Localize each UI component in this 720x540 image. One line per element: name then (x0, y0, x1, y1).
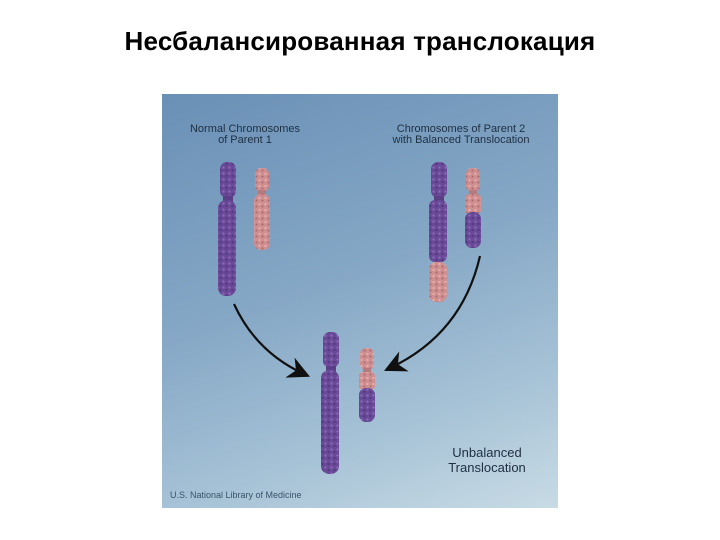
result-label-line2: Translocation (448, 459, 526, 475)
right-arrow (384, 255, 482, 372)
parent1-label: Normal Chromosomes of Parent 1 (176, 124, 314, 146)
result-label: Unbalanced Translocation (422, 445, 552, 476)
left-arrow (233, 303, 310, 378)
parent1-label-line1: Normal Chromosomes (189, 123, 301, 135)
parent2-small-chromosome (465, 168, 481, 248)
chromosome-diagram (218, 162, 482, 474)
parent2-label-line1: Chromosomes of Parent 2 (396, 123, 526, 135)
result-label-line1: Unbalanced (452, 445, 522, 460)
parent2-label: Chromosomes of Parent 2 with Balanced Tr… (376, 124, 546, 146)
result-large-chromosome (321, 332, 339, 474)
translocation-figure: Normal Chromosomes of Parent 1 Chromosom… (162, 94, 558, 508)
slide-title: Несбалансированная транслокация (124, 26, 596, 56)
credit-text: U.S. National Library of Medicine (170, 490, 302, 500)
result-small-chromosome (359, 348, 375, 422)
parent1-large-chromosome (218, 162, 236, 296)
parent2-large-chromosome (429, 162, 447, 302)
parent1-label-line2: of Parent 1 (218, 134, 272, 146)
parent2-label-line2: with Balanced Translocation (392, 134, 530, 146)
parent1-small-chromosome (254, 168, 270, 250)
